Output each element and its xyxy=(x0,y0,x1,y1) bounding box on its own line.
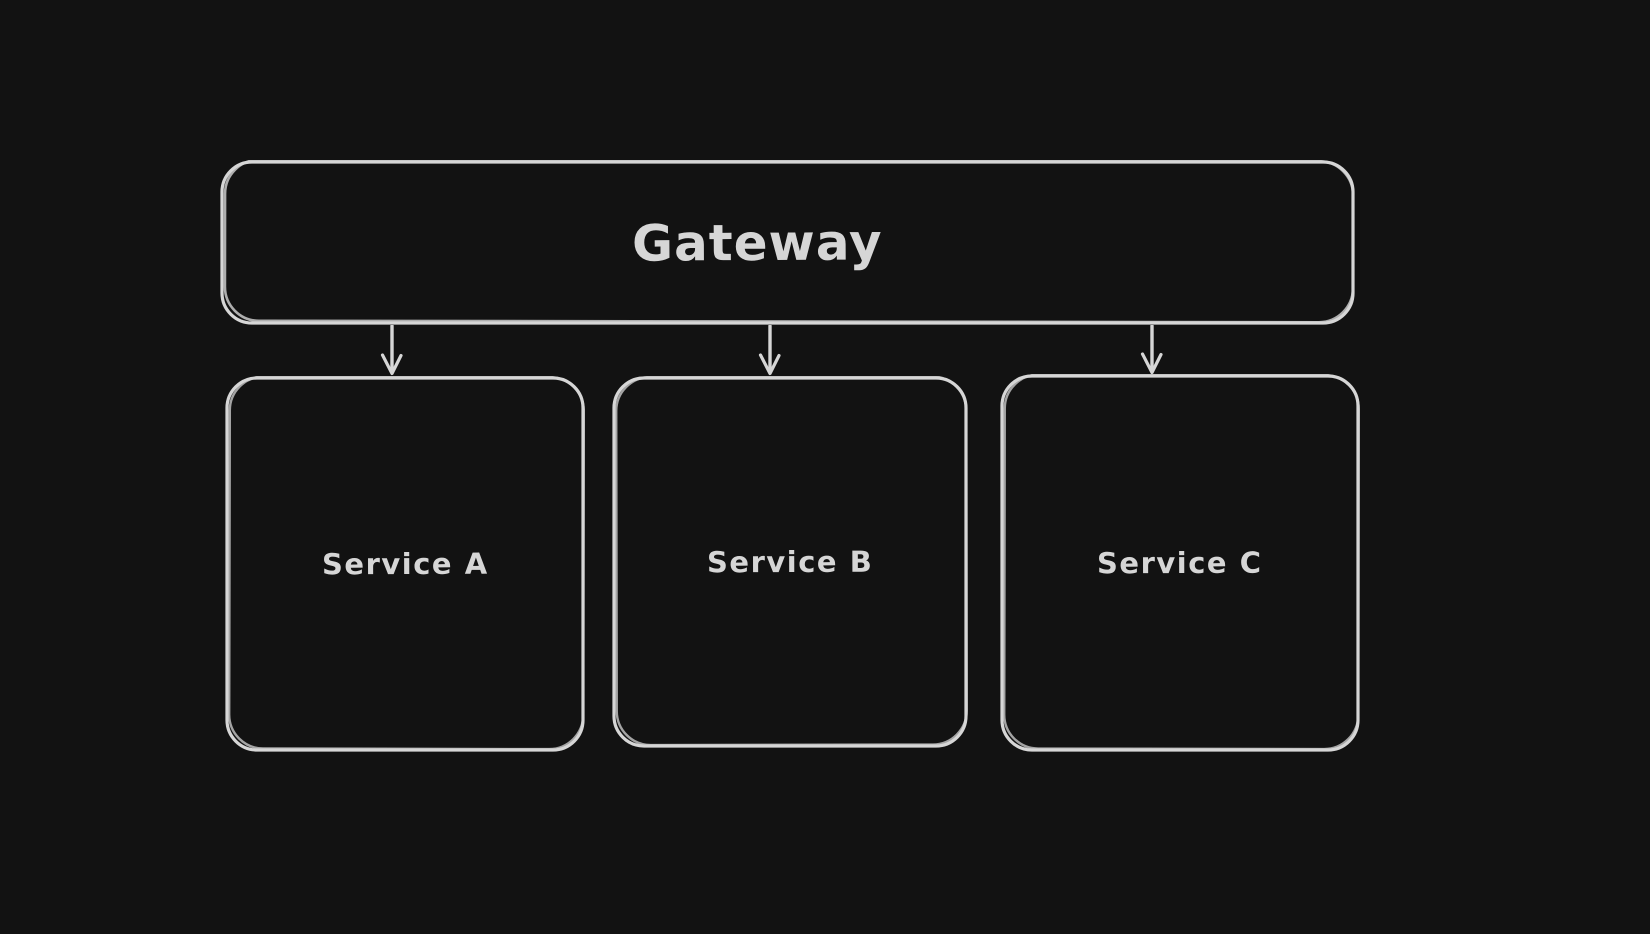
gateway-label: Gateway xyxy=(632,212,883,273)
sketch-stroke-secondary xyxy=(223,160,1355,324)
arrow-head xyxy=(1140,352,1163,375)
node-service-a[interactable]: Service A xyxy=(225,376,585,752)
node-service-b[interactable]: Service B xyxy=(612,376,968,748)
service-a-label: Service A xyxy=(321,546,489,582)
service-b-label: Service B xyxy=(706,544,874,580)
service-c-box-sketch-border xyxy=(1000,374,1360,752)
gateway-box-sketch-border xyxy=(220,160,1355,325)
node-service-c[interactable]: Service C xyxy=(1000,374,1360,752)
edge-gateway-to-service-c-arrow[interactable] xyxy=(1137,325,1167,379)
sketch-stroke-secondary xyxy=(615,376,968,747)
service-a-box-sketch-border xyxy=(225,376,585,752)
sketch-stroke-secondary xyxy=(227,376,585,751)
arrow-head xyxy=(758,353,781,376)
edge-gateway-to-service-a-arrow[interactable] xyxy=(377,325,407,379)
service-c-label: Service C xyxy=(1097,545,1263,581)
service-b-box-sketch-border xyxy=(612,376,968,748)
sketch-stroke-secondary xyxy=(1003,374,1360,751)
arrow-head xyxy=(380,353,403,376)
node-gateway[interactable]: Gateway xyxy=(220,160,1355,325)
edge-gateway-to-service-b-arrow[interactable] xyxy=(755,325,785,379)
